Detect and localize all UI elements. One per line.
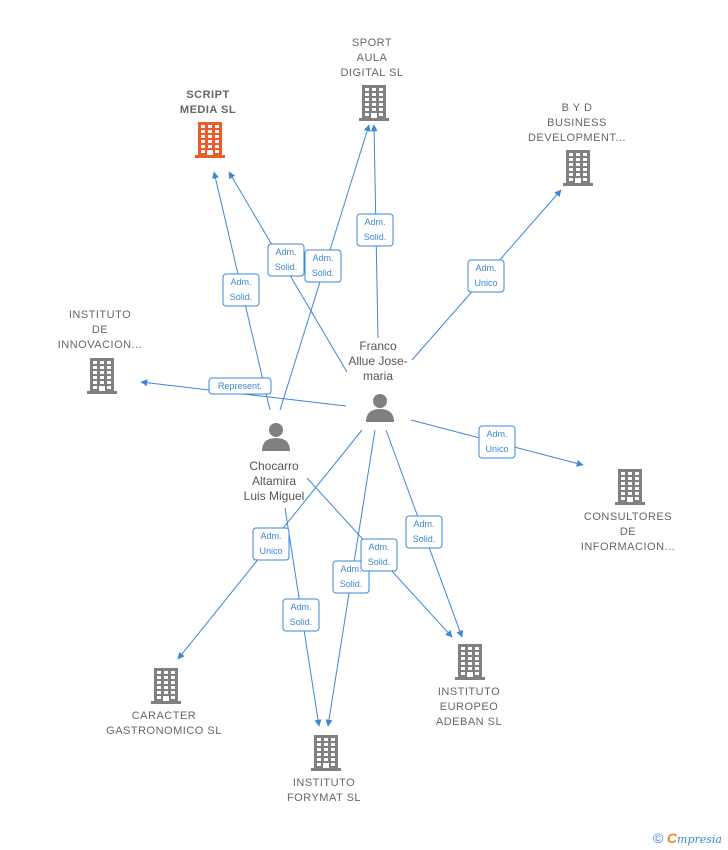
company-node-innov[interactable]: INSTITUTO DE INNOVACION... — [58, 309, 143, 394]
company-label: MEDIA SL — [180, 104, 236, 116]
building-icon — [195, 122, 225, 158]
building-icon — [87, 358, 117, 394]
edge-label-text: Solid. — [368, 557, 391, 567]
edge-label-text: Adm. — [340, 564, 361, 574]
footer-brand: © Cmpresia — [653, 830, 722, 846]
edge-label-franco-to-consult[interactable]: Adm. Unico — [478, 425, 516, 459]
company-label: B Y D — [562, 102, 593, 114]
company-node-script[interactable]: SCRIPT MEDIA SL — [180, 89, 236, 158]
edge-label-text: Solid. — [413, 534, 436, 544]
company-label: CARACTER — [132, 710, 197, 722]
edge-label-franco-to-innov[interactable]: Represent. — [208, 377, 272, 395]
edge-label-text: Unico — [485, 444, 508, 454]
edge-label-franco-to-script[interactable]: Adm. Solid. — [267, 243, 305, 277]
edge-label-text: Adm. — [290, 602, 311, 612]
company-label: INNOVACION... — [58, 339, 143, 351]
company-label: INSTITUTO — [293, 777, 355, 789]
company-label: INSTITUTO — [438, 686, 500, 698]
company-label: EUROPEO — [440, 701, 499, 713]
edge-label-text: Unico — [259, 546, 282, 556]
edge-label-text: Adm. — [260, 531, 281, 541]
edge-label-text: Solid. — [275, 262, 298, 272]
edge-label-text: Adm. — [368, 542, 389, 552]
edge-label-text: Adm. — [275, 247, 296, 257]
company-label: INFORMACION... — [581, 541, 675, 553]
person-label: Franco — [359, 339, 397, 353]
company-label: DE — [620, 526, 636, 538]
company-label: ADEBAN SL — [436, 716, 502, 728]
company-label: AULA — [357, 52, 388, 64]
building-icon — [563, 150, 593, 186]
edge-label-text: Solid. — [364, 232, 387, 242]
building-icon — [359, 85, 389, 121]
person-label: maria — [363, 369, 393, 383]
building-icon — [311, 735, 341, 771]
copyright-symbol: © — [652, 830, 664, 846]
company-label: DIGITAL SL — [340, 67, 403, 79]
edge-label-text: Adm. — [312, 253, 333, 263]
person-icon — [366, 394, 394, 422]
company-label: BUSINESS — [547, 117, 607, 129]
edge-label-text: Solid. — [340, 579, 363, 589]
edge-label-text: Solid. — [312, 268, 335, 278]
edge-label-text: Solid. — [230, 292, 253, 302]
edge-label-franco-to-forymat[interactable]: Adm. Solid. — [332, 560, 370, 594]
edge-label-chocarro-to-sport[interactable]: Adm. Solid. — [304, 249, 342, 283]
edge-label-franco-to-byd[interactable]: Adm. Unico — [467, 259, 505, 293]
edge-label-franco-to-caracter[interactable]: Adm. Unico — [252, 527, 290, 561]
building-icon — [455, 644, 485, 680]
edge-label-text: Unico — [474, 278, 497, 288]
company-label: INSTITUTO — [69, 309, 131, 321]
edge-label-text: Adm. — [364, 217, 385, 227]
edge-label-text: Adm. — [475, 263, 496, 273]
edge-label-text: Represent. — [218, 381, 262, 391]
person-label: Allue Jose- — [348, 354, 407, 368]
person-icon — [262, 423, 290, 451]
edge-label-text: Adm. — [413, 519, 434, 529]
edge-label-franco-to-adeban[interactable]: Adm. Solid. — [405, 515, 443, 549]
edge-label-text: Adm. — [486, 429, 507, 439]
company-node-sport[interactable]: SPORT AULA DIGITAL SL — [340, 37, 403, 121]
company-label: DEVELOPMENT... — [528, 132, 626, 144]
edge-label-text: Solid. — [290, 617, 313, 627]
building-icon — [151, 668, 181, 704]
person-label: Luis Miguel — [244, 489, 305, 503]
person-label: Chocarro — [249, 459, 299, 473]
company-label: GASTRONOMICO SL — [106, 725, 222, 737]
company-node-consult[interactable]: CONSULTORES DE INFORMACION... — [581, 469, 675, 553]
company-label: SPORT — [352, 37, 392, 49]
company-node-byd[interactable]: B Y D BUSINESS DEVELOPMENT... — [528, 102, 626, 186]
brand-name: mpresia — [677, 833, 722, 846]
person-label: Altamira — [252, 474, 296, 488]
edge-label-chocarro-to-adeban[interactable]: Adm. Solid. — [360, 538, 398, 572]
company-node-adeban[interactable]: INSTITUTO EUROPEO ADEBAN SL — [436, 644, 502, 728]
edge-label-chocarro-to-forymat[interactable]: Adm. Solid. — [282, 598, 320, 632]
company-node-caracter[interactable]: CARACTER GASTRONOMICO SL — [106, 668, 222, 737]
company-label: FORYMAT SL — [287, 792, 361, 804]
brand-initial: C — [666, 830, 678, 846]
company-label: CONSULTORES — [584, 511, 672, 523]
company-node-forymat[interactable]: INSTITUTO FORYMAT SL — [287, 735, 361, 804]
company-label: SCRIPT — [186, 89, 229, 101]
edge-label-text: Adm. — [230, 277, 251, 287]
company-label: DE — [92, 324, 108, 336]
edge-label-franco-to-sport[interactable]: Adm. Solid. — [356, 213, 394, 247]
building-icon — [615, 469, 645, 505]
edge-label-chocarro-to-script[interactable]: Adm. Solid. — [222, 273, 260, 307]
